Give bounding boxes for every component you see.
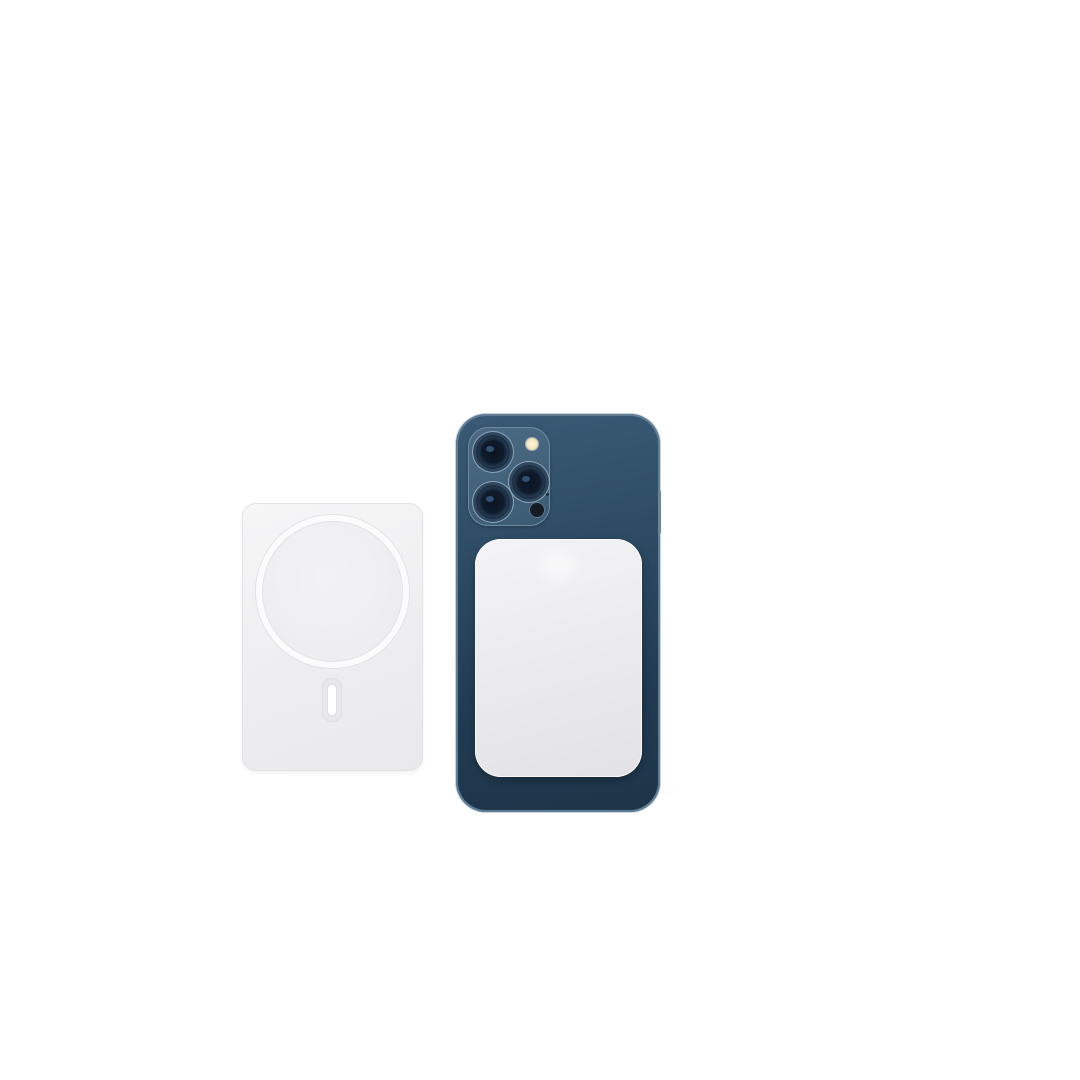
camera-lens-icon — [512, 465, 546, 499]
lightning-port-icon — [323, 679, 341, 721]
lidar-sensor-icon — [530, 503, 544, 517]
camera-lens-icon — [476, 435, 510, 469]
phone-back — [456, 414, 661, 812]
microphone-icon — [546, 493, 549, 496]
camera-module — [468, 427, 550, 526]
battery-pack-front — [242, 503, 423, 771]
flash-icon — [526, 438, 538, 450]
battery-pack-attached — [475, 539, 642, 777]
side-button — [658, 490, 661, 534]
magsafe-ring-icon — [256, 515, 409, 668]
camera-lens-icon — [476, 485, 510, 519]
